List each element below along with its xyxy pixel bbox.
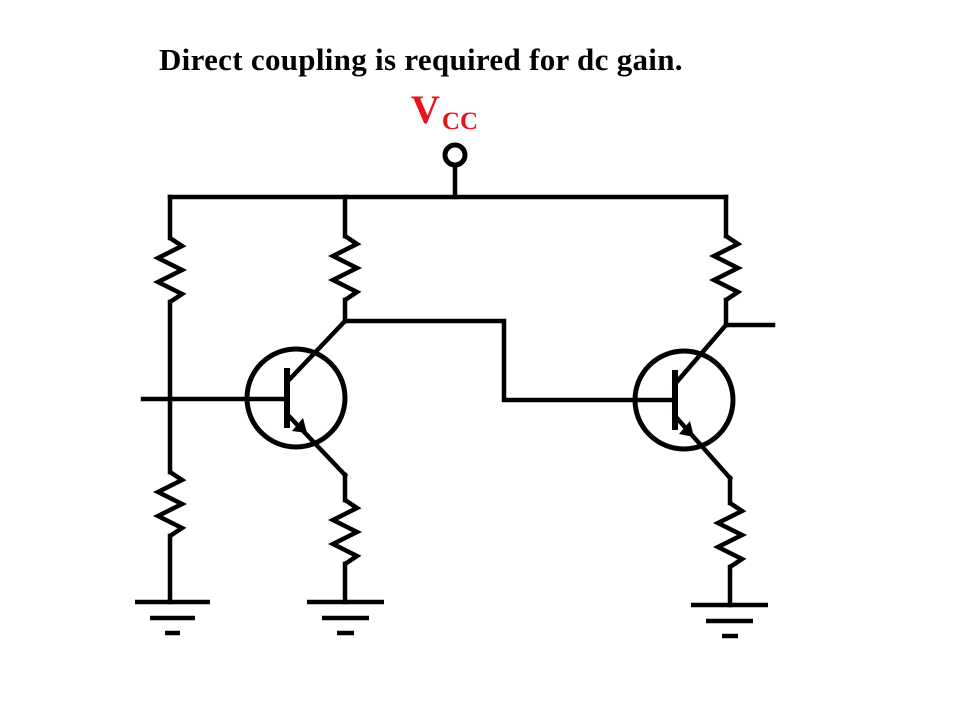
vcc-label: VCC [411,86,478,135]
ground-symbol-q2-emitter [691,602,768,639]
q1-collector-resistor [327,234,363,302]
vcc-label-main: V [411,87,440,132]
direct-coupling-wire [342,318,677,403]
diagram-caption: Direct coupling is required for dc gain. [159,42,683,77]
q1-npn-transistor [244,317,349,479]
q2-npn-transistor [632,321,736,482]
q1-emitter-resistor [327,498,363,566]
q2-emitter-resistor [712,501,748,569]
vcc-label-subscript: CC [441,108,478,135]
bias-bottom-resistor [152,470,188,538]
bias-top-resistor [152,236,188,304]
ground-symbol-q1-emitter [307,599,384,636]
ground-symbol-bias [135,599,210,636]
vcc-supply-terminal [442,142,468,200]
q2-collector-resistor [708,234,744,302]
